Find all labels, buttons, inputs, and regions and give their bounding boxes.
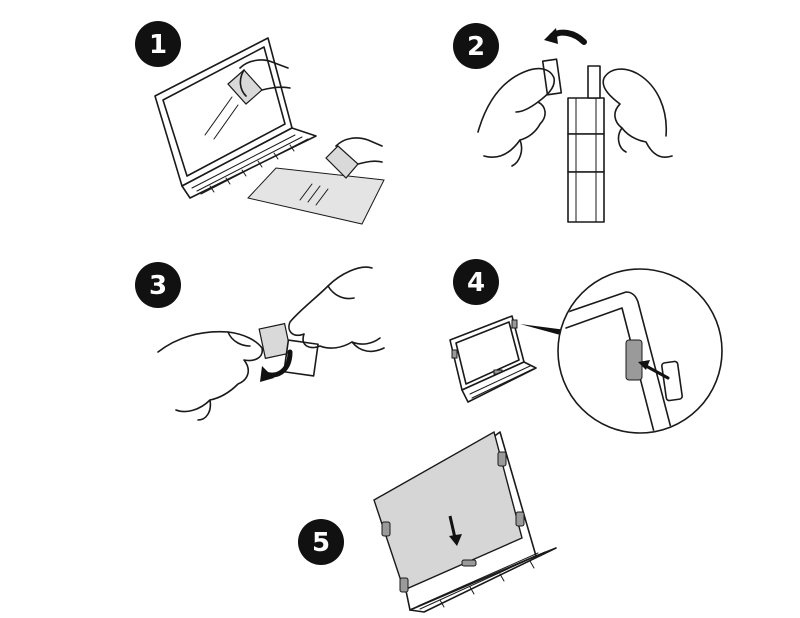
adhesive-tab-strip <box>568 66 604 222</box>
step-1: 1 <box>135 21 384 224</box>
right-hand <box>603 69 672 157</box>
zoom-circle <box>556 269 722 433</box>
step-3: 3 <box>135 262 384 420</box>
step-2-badge: 2 <box>453 23 499 69</box>
step-4: 4 <box>450 259 722 433</box>
step-2: 2 <box>453 23 672 222</box>
small-laptop <box>450 316 536 402</box>
step-3-number: 3 <box>149 271 167 301</box>
step-1-badge: 1 <box>135 21 181 67</box>
mounting-tab <box>400 578 408 592</box>
cleaning-cloth-hand-bottom <box>326 138 382 178</box>
step-2-number: 2 <box>467 32 485 62</box>
step-4-badge: 4 <box>453 259 499 305</box>
step-5: 5 <box>298 432 556 612</box>
mounting-tab <box>498 452 506 466</box>
screen-protector-sheet <box>248 168 384 224</box>
step-4-number: 4 <box>467 268 485 298</box>
mounting-tab <box>516 512 524 526</box>
step-3-badge: 3 <box>135 262 181 308</box>
step-5-badge: 5 <box>298 519 344 565</box>
step-1-number: 1 <box>149 30 167 60</box>
mounting-tab <box>462 560 476 566</box>
left-hand <box>158 332 262 420</box>
right-hand <box>289 267 384 351</box>
curved-arrow-icon <box>544 28 584 44</box>
left-hand <box>478 69 554 166</box>
step-5-number: 5 <box>312 528 330 558</box>
mounting-tab <box>382 522 390 536</box>
laptop-with-filter <box>374 432 556 612</box>
tab-pieces <box>259 324 318 376</box>
